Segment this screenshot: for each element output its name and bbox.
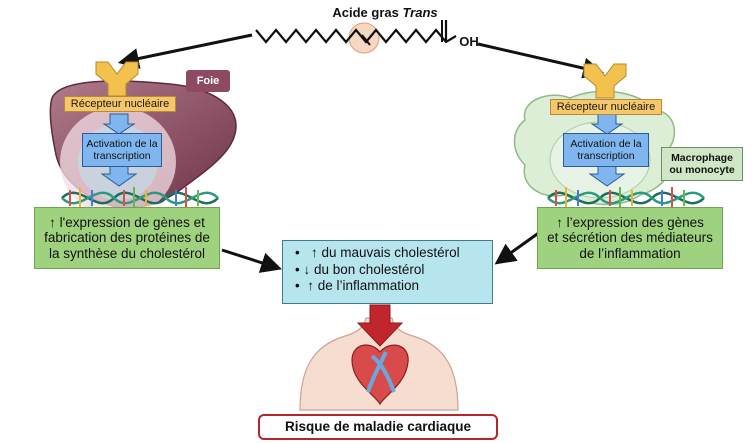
hydroxyl-label: OH bbox=[459, 33, 479, 49]
left-effect-line1: ↑ l'expression de gènes et bbox=[49, 214, 205, 230]
right-activation-box: Activation de la transcription bbox=[563, 133, 649, 167]
heart-icon bbox=[351, 344, 409, 406]
macrophage-label-line2: ou monocyte bbox=[669, 164, 735, 176]
right-effect-line1: ↑ l’expression des gènes bbox=[556, 214, 704, 230]
outcome-item: • ↑ de l’inflammation bbox=[295, 278, 420, 294]
left-effect-line3: la synthèse du cholestérol bbox=[48, 245, 206, 261]
arrow-to-liver bbox=[117, 33, 253, 69]
left-activation-box: Activation de la transcription bbox=[82, 133, 162, 167]
outcome-item: • ↓ du bon cholestérol bbox=[295, 261, 425, 277]
right-effect-box: ↑ l’expression des gènes et sécrétion de… bbox=[537, 207, 723, 269]
right-activation-line2: transcription bbox=[577, 150, 635, 162]
molecule-title: Acide gras Trans bbox=[300, 4, 470, 22]
down-arrow-icon: ↓ bbox=[303, 261, 311, 277]
outcome-item: • ↑ du mauvais cholestérol bbox=[295, 245, 460, 260]
left-effect-box: ↑ l'expression de gènes et fabrication d… bbox=[34, 207, 220, 269]
left-activation-line2: transcription bbox=[93, 150, 151, 162]
right-receptor-shape bbox=[583, 63, 627, 99]
macrophage-label: Macrophage ou monocyte bbox=[661, 147, 743, 181]
left-receptor-shape bbox=[95, 61, 139, 97]
right-blue-arrow-top bbox=[590, 113, 624, 135]
up-arrow-icon: ↑ bbox=[311, 245, 318, 260]
up-arrow-icon: ↑ bbox=[307, 278, 314, 294]
arrow-to-macrophage bbox=[477, 42, 605, 79]
arrow-macrophage-to-outcomes bbox=[494, 230, 541, 265]
macrophage-label-line1: Macrophage bbox=[671, 151, 733, 164]
left-blue-arrow-top bbox=[102, 113, 136, 135]
right-effect-line3: de l’inflammation bbox=[579, 245, 681, 261]
heart-disease-risk-label: Risque de maladie cardiaque bbox=[258, 414, 498, 440]
red-down-arrow bbox=[356, 304, 404, 347]
right-dna-helix bbox=[547, 187, 705, 209]
molecule-title-italic: Trans bbox=[402, 4, 438, 20]
liver-label: Foie bbox=[186, 70, 230, 92]
left-receptor-label: Récepteur nucléaire bbox=[64, 96, 176, 112]
fatty-acid-molecule bbox=[255, 20, 457, 54]
right-activation-line1: Activation de la bbox=[570, 137, 642, 150]
left-effect-line2: fabrication des protéines de bbox=[44, 230, 210, 246]
outcomes-box: • ↑ du mauvais cholestérol • ↓ du bon ch… bbox=[282, 240, 493, 304]
molecule-title-prefix: Acide gras bbox=[332, 4, 399, 20]
outcomes-list: • ↑ du mauvais cholestérol • ↓ du bon ch… bbox=[295, 245, 460, 295]
right-effect-line2: et sécrétion des médiateurs bbox=[547, 230, 713, 246]
left-dna-helix bbox=[61, 187, 219, 209]
arrow-liver-to-outcomes bbox=[221, 248, 282, 273]
left-activation-line1: Activation de la bbox=[86, 137, 158, 150]
right-receptor-label: Récepteur nucléaire bbox=[550, 99, 662, 115]
